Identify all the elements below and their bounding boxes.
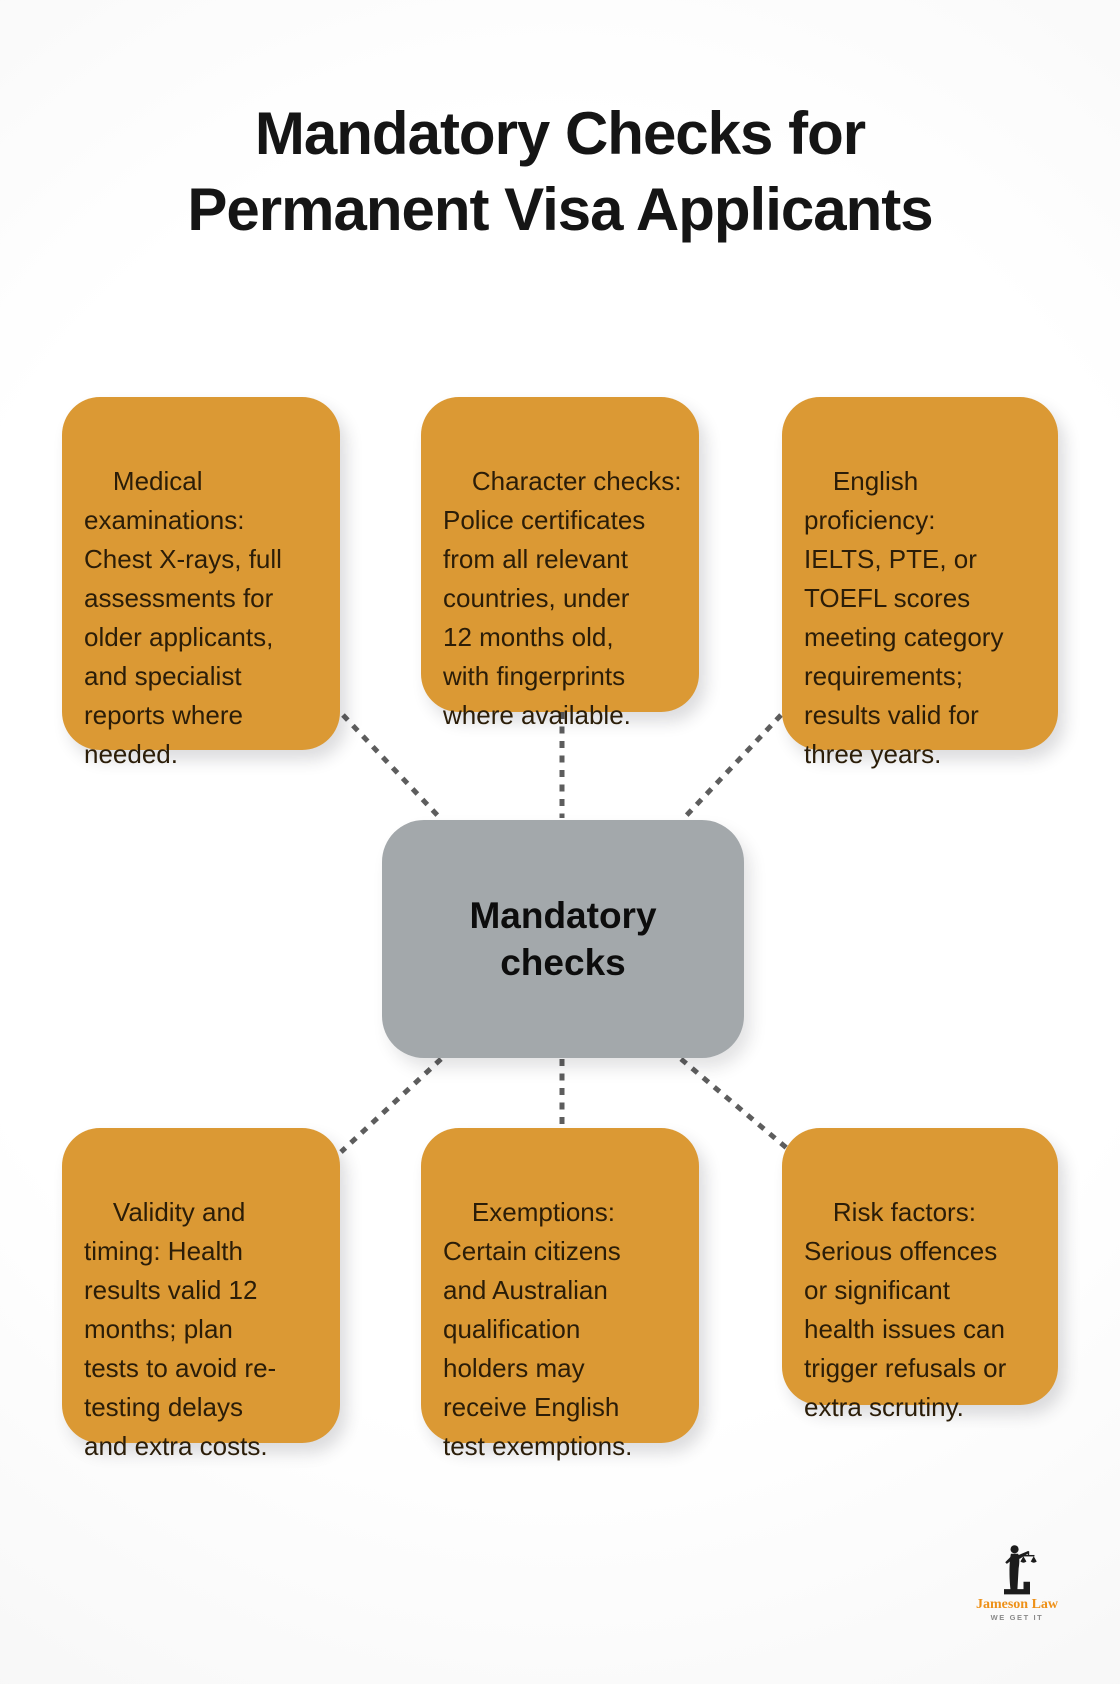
node-risk-factors: Risk factors: Serious offences or signif… bbox=[782, 1128, 1058, 1422]
node-risk-factors-text: Risk factors: Serious offences or signif… bbox=[804, 1197, 1007, 1422]
center-node-label: Mandatory checks bbox=[469, 895, 657, 983]
node-medical-examinations: Medical examinations: Chest X-rays, full… bbox=[62, 397, 340, 769]
logo-tagline-text: WE GET IT bbox=[990, 1613, 1044, 1622]
node-validity-and-timing: Validity and timing: Health results vali… bbox=[62, 1128, 340, 1461]
page-title-line2: Permanent Visa Applicants bbox=[187, 176, 933, 243]
page-title-line1: Mandatory Checks for bbox=[254, 100, 866, 167]
node-validity-and-timing-text: Validity and timing: Health results vali… bbox=[84, 1197, 277, 1461]
node-exemptions: Exemptions: Certain citizens and Austral… bbox=[421, 1128, 699, 1461]
connector-top-right bbox=[682, 713, 783, 820]
node-english-proficiency: English proficiency: IELTS, PTE, or TOEF… bbox=[782, 397, 1058, 769]
logo-brand-text: Jameson Law bbox=[975, 1597, 1059, 1612]
node-medical-examinations-text: Medical examinations: Chest X-rays, full… bbox=[84, 466, 282, 769]
node-english-proficiency-text: English proficiency: IELTS, PTE, or TOEF… bbox=[804, 466, 1004, 769]
connector-bottom-left bbox=[339, 1057, 443, 1154]
node-character-checks-text: Character checks: Police certificates fr… bbox=[443, 466, 682, 730]
connector-bottom-right bbox=[679, 1057, 791, 1152]
node-character-checks: Character checks: Police certificates fr… bbox=[421, 397, 699, 730]
node-exemptions-text: Exemptions: Certain citizens and Austral… bbox=[443, 1197, 633, 1461]
jameson-law-logo: Jameson Law WE GET IT bbox=[971, 1544, 1063, 1622]
page-title: Mandatory Checks for Permanent Visa Appl… bbox=[0, 96, 1120, 248]
node-mandatory-checks-center: Mandatory checks bbox=[382, 820, 744, 1058]
connector-top-left bbox=[341, 713, 442, 820]
lady-justice-scales-icon bbox=[1004, 1545, 1037, 1595]
